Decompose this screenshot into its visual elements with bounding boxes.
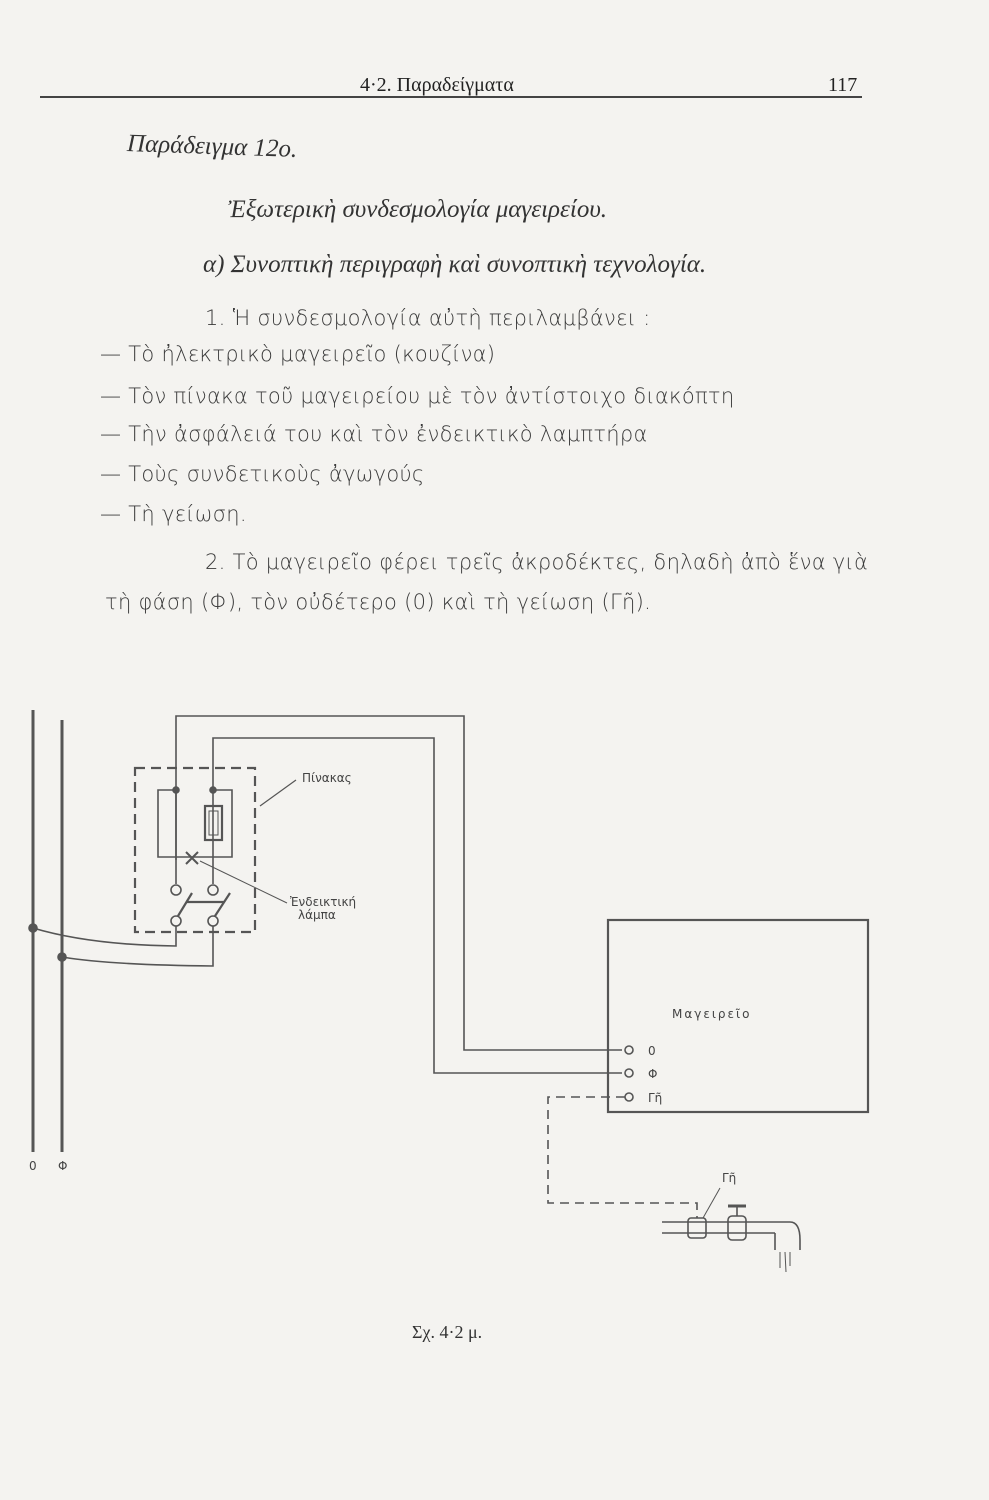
kitchen-box <box>606 918 870 1114</box>
section-a-heading: α) Συνοπτικὴ περιγραφὴ καὶ συνοπτικὴ τεχ… <box>203 251 707 278</box>
neutral-wire <box>175 715 622 1051</box>
item1-intro: 1. Ἡ συνδεσμολογία αὐτὴ περιλαμβάνει : <box>205 306 651 330</box>
ground-wire <box>547 1096 698 1218</box>
bus-phase-label: Φ <box>58 1159 67 1173</box>
list-item: — Τὸ ἠλεκτρικὸ μαγειρεῖο (κουζίνα) <box>100 342 496 366</box>
running-header: 4·2. Παραδείγματα <box>360 74 514 96</box>
lamp-icon <box>185 851 199 865</box>
water-tap-icon <box>662 1204 801 1273</box>
feeder-neutral <box>32 926 177 947</box>
header-rule <box>40 96 862 98</box>
lamp-circuit <box>157 789 233 858</box>
panel-box <box>133 766 257 934</box>
switch-icon <box>170 884 231 927</box>
list-item: — Τὴ γείωση. <box>100 502 247 526</box>
kitchen-label: Μαγειρεῖο <box>672 1007 751 1021</box>
list-item: — Τὸν πίνακα τοῦ μαγειρείου μὲ τὸν ἀντίσ… <box>100 384 735 408</box>
item2-line2: τὴ φάση (Φ), τὸν οὐδέτερο (0) καὶ τὴ γεί… <box>105 590 652 614</box>
list-item: — Τοὺς συνδετικοὺς ἀγωγούς <box>100 462 425 486</box>
figure-caption: Σχ. 4·2 μ. <box>412 1322 483 1342</box>
ground-label: Γῆ <box>722 1171 736 1185</box>
phase-wire <box>212 737 622 1074</box>
page-number: 117 <box>828 74 858 96</box>
subtitle: Ἐξωτερικὴ συνδεσμολογία μαγειρείου. <box>228 196 608 223</box>
terminal-phase-label: Φ <box>648 1067 657 1081</box>
lamp-label: Ἐνδεικτική <box>290 895 356 909</box>
lamp-label: λάμπα <box>298 908 336 922</box>
item2-line1: 2. Τὸ μαγειρεῖο φέρει τρεῖς ἀκροδέκτες, … <box>205 550 869 574</box>
list-item: — Τὴν ἀσφάλειά του καὶ τὸν ἐνδεικτικὸ λα… <box>100 422 648 446</box>
feeder-phase <box>61 926 214 967</box>
terminal-neutral-label: 0 <box>648 1044 656 1058</box>
bus-neutral-label: 0 <box>29 1159 37 1173</box>
panel-label: Πίνακας <box>302 771 352 785</box>
terminal-ground-label: Γῆ <box>648 1091 662 1105</box>
